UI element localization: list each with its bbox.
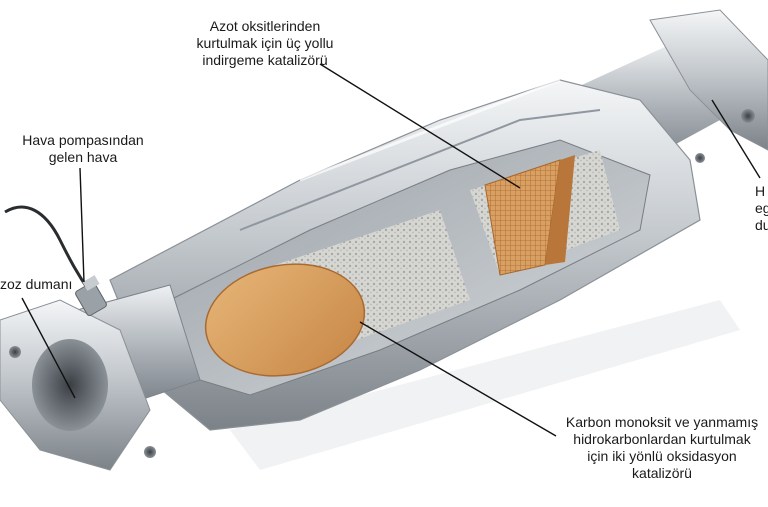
oxidation-catalyst-face xyxy=(204,263,366,377)
label-outlet-cut: H eg du xyxy=(755,183,768,233)
leader-lines xyxy=(21,63,761,437)
oxidation-substrate xyxy=(204,210,470,377)
leader-line-hava xyxy=(79,167,85,283)
leader-line-right xyxy=(711,99,761,179)
label-air-pump: Hava pompasından gelen hava xyxy=(22,132,144,165)
leader-line-azot xyxy=(319,63,521,189)
bolt-hole-icon xyxy=(741,109,755,123)
leader-line-karbon xyxy=(359,321,557,437)
bolt-hole-icon xyxy=(695,153,705,163)
bolt-hole-icon xyxy=(144,446,156,458)
label-reduction-catalyst: Azot oksitlerinden kurtulmak için üç yol… xyxy=(196,18,334,68)
air-pump-sensor xyxy=(4,205,107,317)
label-oxidation-catalyst: Karbon monoksit ve yanmamış hidrokarbonl… xyxy=(565,414,759,481)
inlet-opening xyxy=(32,339,108,431)
bolt-hole-icon xyxy=(9,346,21,358)
reduction-substrate xyxy=(470,150,620,276)
label-exhaust-gas: zoz dumanı xyxy=(0,276,73,292)
inlet-pipe xyxy=(0,284,201,471)
floor-reflection xyxy=(230,300,740,470)
leader-line-egzoz xyxy=(21,297,76,399)
